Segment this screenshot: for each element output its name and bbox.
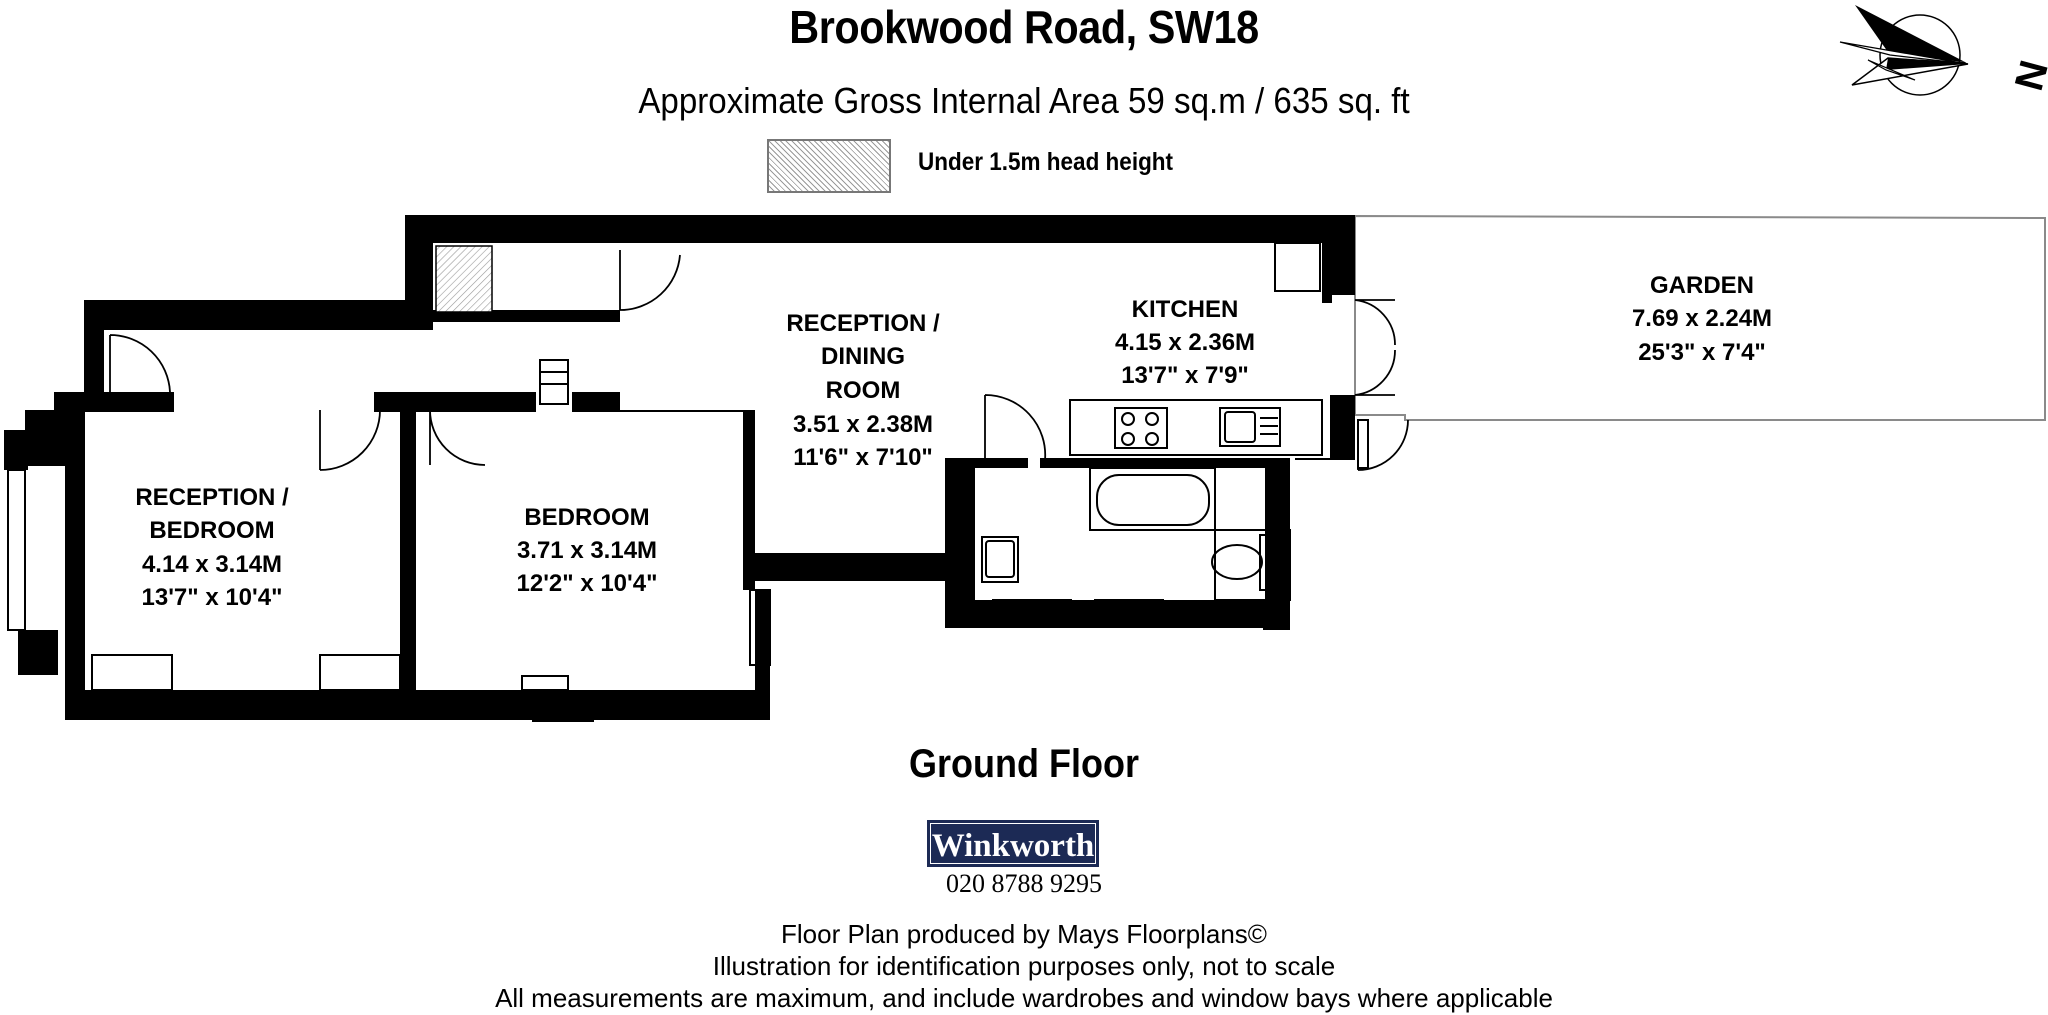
bedroom-metric: 3.71 x 3.14M bbox=[517, 537, 657, 564]
fixtures bbox=[7, 242, 1369, 691]
bedroom-imperial: 12'2" x 10'4" bbox=[517, 570, 658, 597]
garden-label: GARDEN bbox=[1650, 272, 1754, 299]
agent-phone: 020 8788 9295 bbox=[946, 869, 1102, 898]
kitchen-imperial: 13'7" x 7'9" bbox=[1121, 362, 1249, 389]
reception-bedroom-metric: 4.14 x 3.14M bbox=[142, 551, 282, 578]
doors bbox=[109, 250, 1409, 471]
reception-dining-label-1: RECEPTION / bbox=[786, 310, 940, 337]
bedroom-label: BEDROOM bbox=[524, 504, 649, 531]
compass-north-label: N bbox=[2007, 56, 2048, 95]
footer-line-2: Illustration for identification purposes… bbox=[712, 951, 1336, 981]
low-head-height-area bbox=[435, 245, 493, 313]
reception-dining-metric: 3.51 x 2.38M bbox=[793, 411, 933, 438]
garden-metric: 7.69 x 2.24M bbox=[1632, 305, 1772, 332]
agent-logo: Winkworth bbox=[927, 820, 1099, 867]
interior-spaces bbox=[85, 243, 1330, 690]
footer-line-1: Floor Plan produced by Mays Floorplans© bbox=[781, 919, 1267, 949]
plan-title: Brookwood Road, SW18 bbox=[789, 1, 1259, 53]
reception-bedroom-label-1: RECEPTION / bbox=[135, 484, 289, 511]
kitchen-label: KITCHEN bbox=[1132, 296, 1239, 323]
floor-label: Ground Floor bbox=[909, 742, 1139, 786]
reception-bedroom-imperial: 13'7" x 10'4" bbox=[142, 584, 283, 611]
reception-dining-label-2: DINING bbox=[821, 343, 905, 370]
reception-bedroom-label-2: BEDROOM bbox=[149, 517, 274, 544]
head-height-legend-label: Under 1.5m head height bbox=[918, 148, 1174, 176]
north-compass-icon: N bbox=[1839, 5, 2048, 96]
reception-dining-label-3: ROOM bbox=[826, 377, 901, 404]
gross-area-text: Approximate Gross Internal Area 59 sq.m … bbox=[638, 80, 1410, 121]
head-height-legend-swatch bbox=[767, 139, 891, 193]
kitchen-metric: 4.15 x 2.36M bbox=[1115, 329, 1255, 356]
reception-dining-imperial: 11'6" x 7'10" bbox=[793, 444, 933, 471]
footer-line-3: All measurements are maximum, and includ… bbox=[495, 983, 1553, 1013]
garden-imperial: 25'3" x 7'4" bbox=[1638, 339, 1766, 366]
